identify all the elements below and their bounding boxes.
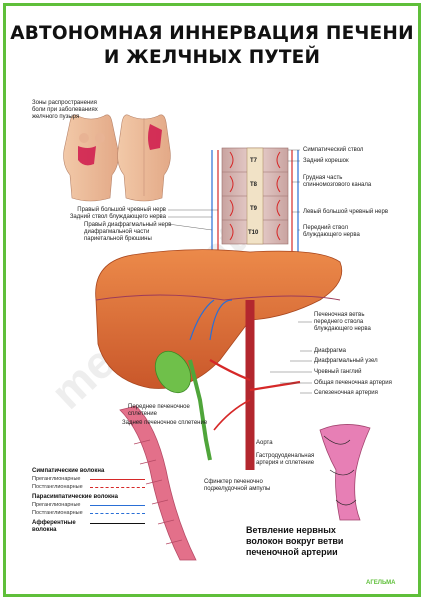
gallbladder xyxy=(154,350,192,394)
hepatic-artery xyxy=(209,359,301,392)
vertebra-t9: T9 xyxy=(250,206,258,212)
label-phrenic-ganglion: Диафрагмальный узел xyxy=(314,358,378,364)
legend: Симпатические волокна Преганглионарные П… xyxy=(32,468,152,534)
duodenum-folds xyxy=(127,419,183,545)
label-anterior-vagal-trunk: Передний ствол блуждающего нерва xyxy=(303,225,360,238)
label-posterior-hepatic-plexus: Заднее печеночное сплетение xyxy=(122,420,208,426)
leader-lines xyxy=(167,149,312,394)
legend-parasympathetic-post: Постганглионарные xyxy=(32,509,152,517)
vertebra-t7: T7 xyxy=(250,158,258,164)
publisher-logo: АГЕЛЬМА xyxy=(366,580,396,586)
legend-line-solid-red xyxy=(90,479,145,480)
pain-zones-label: Зоны распространения боли при заболевани… xyxy=(32,100,98,120)
label-gastroduodenal: Гастродуоденальная артерия и сплетение xyxy=(256,453,315,466)
poster-title: АВТОНОМНАЯ ИННЕРВАЦИЯ ПЕЧЕНИ И ЖЕЛЧНЫХ П… xyxy=(0,22,424,70)
label-thoracic-spinal-canal: Грудная часть спинномозгового канала xyxy=(303,175,372,188)
label-splenic-artery: Селезеночная артерия xyxy=(314,390,378,396)
duodenum xyxy=(119,405,197,561)
label-sphincter: Сфинктер печеночно поджелудочной ампулы xyxy=(204,479,271,492)
label-celiac-ganglion: Чревный ганглий xyxy=(314,369,362,375)
legend-line-solid-blue xyxy=(90,505,145,506)
diaphragm-line xyxy=(95,294,341,301)
artery-branch-inset xyxy=(319,424,371,521)
legend-sympathetic-title: Симпатические волокна xyxy=(32,468,105,474)
label-anterior-hepatic-plexus: Переднее печеночное сплетение xyxy=(128,404,190,417)
vertebra-t10: T10 xyxy=(248,230,259,236)
inset-caption: Ветвление нервных волокон вокруг ветви п… xyxy=(246,525,344,557)
legend-line-dashed-red xyxy=(90,487,145,488)
torso-back-figure xyxy=(117,114,171,202)
legend-line-black xyxy=(90,523,145,524)
poster-frame xyxy=(3,3,421,597)
bile-duct xyxy=(188,359,212,461)
legend-sympathetic-pre: Преганглионарные xyxy=(32,475,152,483)
legend-sympathetic-post: Постганглионарные xyxy=(32,483,152,491)
legend-parasympathetic-pre: Преганглионарные xyxy=(32,501,152,509)
torso-front-figure xyxy=(63,114,119,202)
label-left-greater-splanchnic: Левый большой чревный нерв xyxy=(303,209,389,215)
liver xyxy=(95,249,343,389)
label-common-hepatic-artery: Общая печеночная артерия xyxy=(314,380,392,386)
gastroduodenal-artery xyxy=(213,399,251,431)
vagal-branches xyxy=(189,299,233,341)
title-line-1: АВТОНОМНАЯ ИННЕРВАЦИЯ ПЕЧЕНИ xyxy=(10,23,414,44)
label-right-greater-splanchnic: Правый большой чревный нерв xyxy=(77,207,166,213)
label-hepatic-branch: Печеночная ветвь переднего ствола блужда… xyxy=(314,312,371,332)
label-sympathetic-trunk: Симпатический ствол xyxy=(303,147,364,153)
label-aorta: Аорта xyxy=(256,440,273,446)
vertebra-t8: T8 xyxy=(250,182,258,188)
title-line-2: И ЖЕЛЧНЫХ ПУТЕЙ xyxy=(103,47,321,68)
legend-parasympathetic-title: Парасимпатические волокна xyxy=(32,494,118,500)
label-posterior-vagal-trunk: Задний ствол блуждающего нерва xyxy=(69,214,166,220)
legend-line-dashed-blue xyxy=(90,513,145,514)
spinal-column xyxy=(211,147,299,300)
label-right-phrenic-nerve: Правый диафрагмальный нерв диафрагмально… xyxy=(84,222,172,242)
label-posterior-root: Задний корешок xyxy=(303,158,349,164)
legend-afferent: Афферентные волокна xyxy=(32,520,152,534)
label-diaphragm: Диафрагма xyxy=(314,348,347,354)
